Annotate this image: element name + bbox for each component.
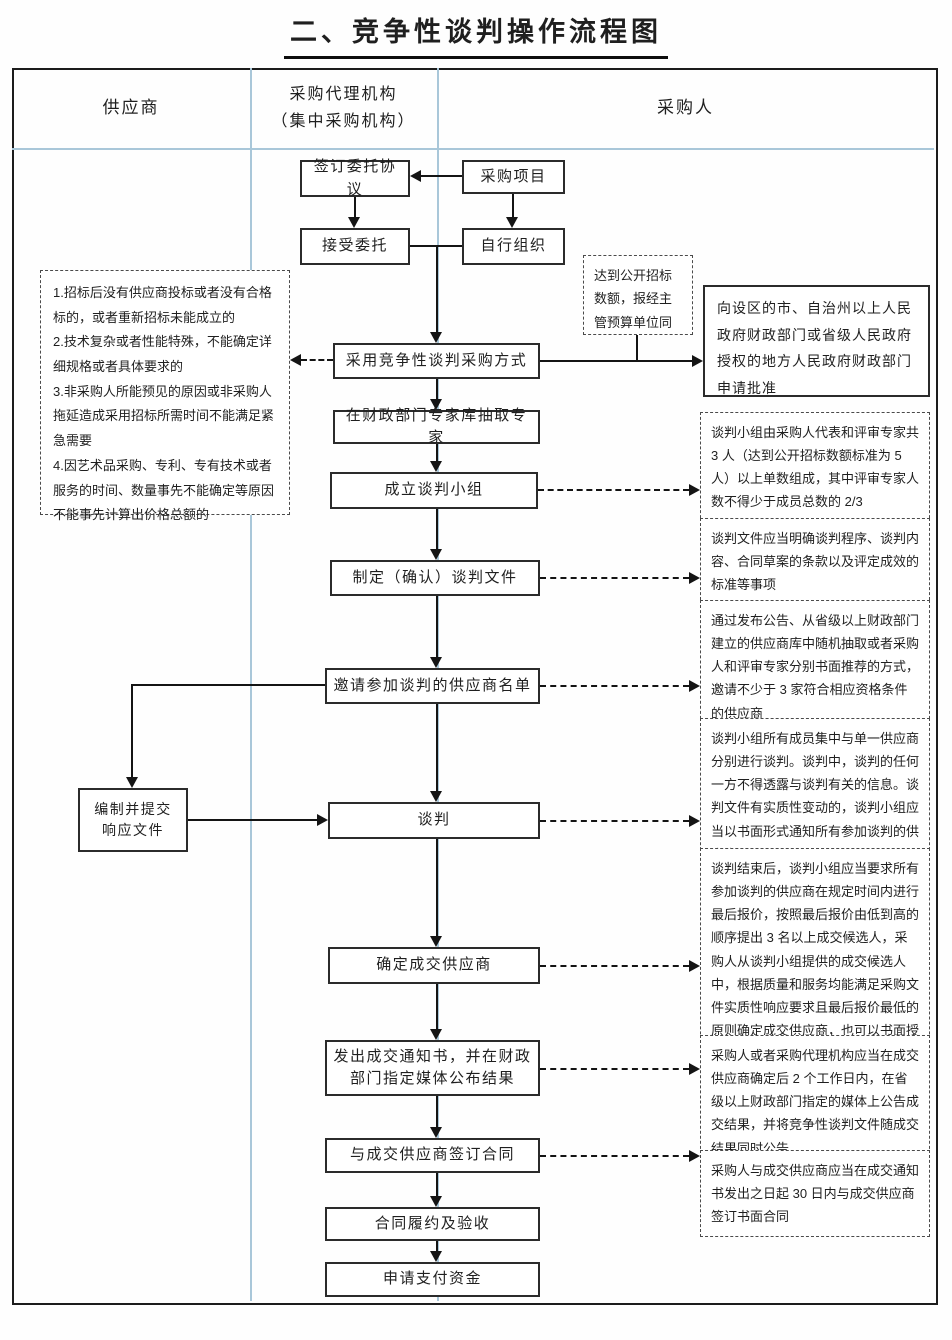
connector-line [436, 379, 438, 400]
node-issue-notice: 发出成交通知书，并在财政部门指定媒体公布结果 [325, 1040, 540, 1096]
node-sign-contract: 与成交供应商签订合同 [325, 1138, 540, 1173]
lane-header-purchaser: 采购人 [657, 97, 714, 117]
arrow-down-icon [430, 657, 442, 668]
note-announcement: 采购人或者采购代理机构应当在成交供应商确定后 2 个工作日内，在省级以上财政部门… [700, 1035, 930, 1169]
dashed-connector [301, 359, 333, 361]
connector-line [436, 444, 438, 462]
node-self-organize: 自行组织 [462, 228, 565, 265]
node-prepare-response: 编制并提交 响应文件 [78, 788, 188, 852]
arrow-down-icon [430, 791, 442, 802]
connector-line [436, 1173, 438, 1197]
arrow-down-icon [430, 332, 442, 343]
connector-line [512, 194, 514, 219]
arrow-down-icon [430, 549, 442, 560]
arrow-right-icon [692, 355, 703, 367]
dashed-connector [540, 577, 689, 579]
arrow-down-icon [430, 1196, 442, 1207]
node-make-documents: 制定（确认）谈判文件 [330, 560, 540, 596]
connector-line [436, 596, 438, 658]
arrow-down-icon [430, 1251, 442, 1262]
connector-line [436, 704, 438, 792]
dashed-connector [540, 1155, 689, 1157]
node-contract-performance: 合同履约及验收 [325, 1207, 540, 1241]
arrow-down-icon [126, 777, 138, 788]
note-team: 谈判小组由采购人代表和评审专家共 3 人（达到公开招标数额标准为 5 人）以上单… [700, 412, 930, 523]
page-title: 二、竞争性谈判操作流程图 [284, 10, 668, 59]
connector-line [540, 360, 692, 362]
arrow-right-icon [317, 814, 328, 826]
dashed-connector [540, 965, 689, 967]
note-negotiation: 谈判小组所有成员集中与单一供应商分别进行谈判。谈判中，谈判的任何一方不得透露与谈… [700, 718, 930, 875]
arrow-down-icon [348, 217, 360, 228]
arrow-down-icon [430, 461, 442, 472]
node-determine-supplier: 确定成交供应商 [328, 947, 540, 984]
node-form-team: 成立谈判小组 [330, 472, 538, 509]
connector-line [354, 197, 356, 219]
lane-header-agency: 采购代理机构 （集中采购机构） [271, 85, 416, 130]
arrow-right-icon [689, 680, 700, 692]
node-apply-approval: 向设区的市、自治州以上人民政府财政部门或省级人民政府授权的地方人民政府财政部门申… [703, 285, 930, 397]
connector-line [436, 1241, 438, 1252]
note-contract: 采购人与成交供应商应当在成交通知书发出之日起 30 日内与成交供应商签订书面合同 [700, 1150, 930, 1238]
connector-line [636, 335, 638, 361]
arrow-left-icon [290, 354, 301, 366]
connector-line [132, 684, 325, 686]
arrow-down-icon [430, 1127, 442, 1138]
note-invitation: 通过发布公告、从省级以上财政部门建立的供应商库中随机抽取或者采购人和评审专家分别… [700, 600, 930, 734]
arrow-down-icon [430, 399, 442, 410]
dashed-connector [540, 820, 689, 822]
dashed-connector [540, 1068, 689, 1070]
node-apply-payment: 申请支付资金 [325, 1262, 540, 1297]
arrow-down-icon [506, 217, 518, 228]
arrow-right-icon [689, 1063, 700, 1075]
header-divider [12, 148, 934, 150]
arrow-right-icon [689, 572, 700, 584]
arrow-right-icon [689, 1150, 700, 1162]
node-extract-experts: 在财政部门专家库抽取专家 [333, 407, 540, 446]
lane-header-supplier: 供应商 [102, 97, 160, 117]
arrow-down-icon [430, 936, 442, 947]
connector-line [436, 245, 438, 333]
dashed-connector [538, 489, 689, 491]
connector-line [436, 1096, 438, 1128]
node-procurement-project: 采购项目 [462, 160, 565, 194]
arrow-down-icon [430, 1029, 442, 1040]
connector-line [436, 984, 438, 1030]
note-reasons: 1.招标后没有供应商投标或者没有合格标的，或者重新招标未能成立的 2.技术复杂或… [40, 270, 290, 522]
note-documents: 谈判文件应当明确谈判程序、谈判内容、合同草案的条款以及评定成效的标准等事项 [700, 518, 930, 606]
connector-line [188, 819, 317, 821]
node-invite-suppliers: 邀请参加谈判的供应商名单 [325, 668, 540, 704]
node-negotiate: 谈判 [328, 802, 540, 839]
connector-line [436, 509, 438, 550]
connector-line [436, 839, 438, 937]
note-budget: 达到公开招标数额，报经主管预算单位同 [583, 255, 693, 335]
node-adopt-method: 采用竞争性谈判采购方式 [333, 343, 540, 379]
connector-line [131, 684, 133, 779]
arrow-right-icon [689, 484, 700, 496]
page-title-wrap: 二、竞争性谈判操作流程图 [0, 10, 952, 59]
arrow-right-icon [689, 960, 700, 972]
node-sign-agreement: 签订委托协议 [300, 158, 410, 198]
node-accept-entrustment: 接受委托 [300, 228, 410, 265]
diagram-border [12, 68, 938, 1305]
arrow-left-icon [410, 170, 421, 182]
dashed-connector [540, 685, 689, 687]
arrow-right-icon [689, 815, 700, 827]
connector-line [421, 175, 462, 177]
